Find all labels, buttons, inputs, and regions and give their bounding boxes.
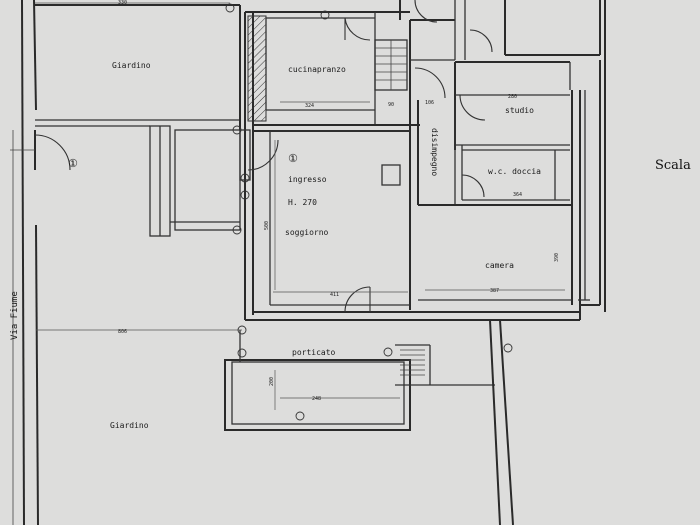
dim-garden: 806 <box>118 329 127 335</box>
room-soggiorno: soggiorno <box>285 228 329 237</box>
top-garden-outline <box>35 2 241 130</box>
studio-walls <box>455 94 570 200</box>
stairs <box>374 39 408 91</box>
entrance-steps <box>239 129 401 186</box>
room-wc-doccia: w.c. doccia <box>488 167 541 176</box>
top-door-2 <box>469 29 493 53</box>
dim-camera-h: 390 <box>554 253 560 262</box>
room-studio: studio <box>505 106 534 115</box>
marker-garden: ① <box>68 157 78 170</box>
dim-studio: 280 <box>508 94 517 100</box>
joint-markers <box>225 3 513 421</box>
room-height: H. 270 <box>288 198 317 207</box>
hatched-wall <box>247 15 267 122</box>
room-disimpegno: disimpegno <box>430 128 439 176</box>
scala-label: Scala <box>655 158 691 173</box>
dim-porticato-w: 248 <box>312 396 321 402</box>
dim-top-left: 330 <box>118 0 127 6</box>
garden-gate <box>10 130 71 171</box>
studio-door <box>459 94 486 121</box>
porticato-walls <box>224 330 495 431</box>
disimpegno-door <box>414 67 446 99</box>
room-cucinapranzo: cucinapranzo <box>288 65 346 74</box>
top-door-1 <box>414 0 438 23</box>
dim-stair: 90 <box>388 102 394 108</box>
camera-walls <box>418 204 572 301</box>
marker-ingresso: ① <box>288 152 298 165</box>
room-porticato: porticato <box>292 348 336 357</box>
dim-porticato-h: 200 <box>269 377 275 386</box>
kitchen-door <box>344 17 371 41</box>
wc-walls <box>462 149 570 201</box>
camera-right-walls <box>578 90 590 301</box>
dim-disimpegno: 106 <box>425 100 434 106</box>
right-boundary <box>489 60 606 525</box>
ingresso-door <box>247 139 279 171</box>
dim-soggiorno-h: 500 <box>264 221 270 230</box>
street-label: Via Fiume <box>10 291 20 340</box>
room-ingresso: ingresso <box>288 175 327 184</box>
dim-cucina: 324 <box>305 103 314 109</box>
room-giardino-top: Giardino <box>112 61 151 70</box>
dim-camera-w: 387 <box>490 288 499 294</box>
room-camera: camera <box>485 261 514 270</box>
soggiorno-door <box>344 286 371 313</box>
dim-wc: 364 <box>513 192 522 198</box>
room-giardino-bottom: Giardino <box>110 421 149 430</box>
dim-soggiorno-w: 411 <box>330 292 339 298</box>
street-boundary <box>12 0 39 525</box>
wc-door <box>461 174 485 198</box>
